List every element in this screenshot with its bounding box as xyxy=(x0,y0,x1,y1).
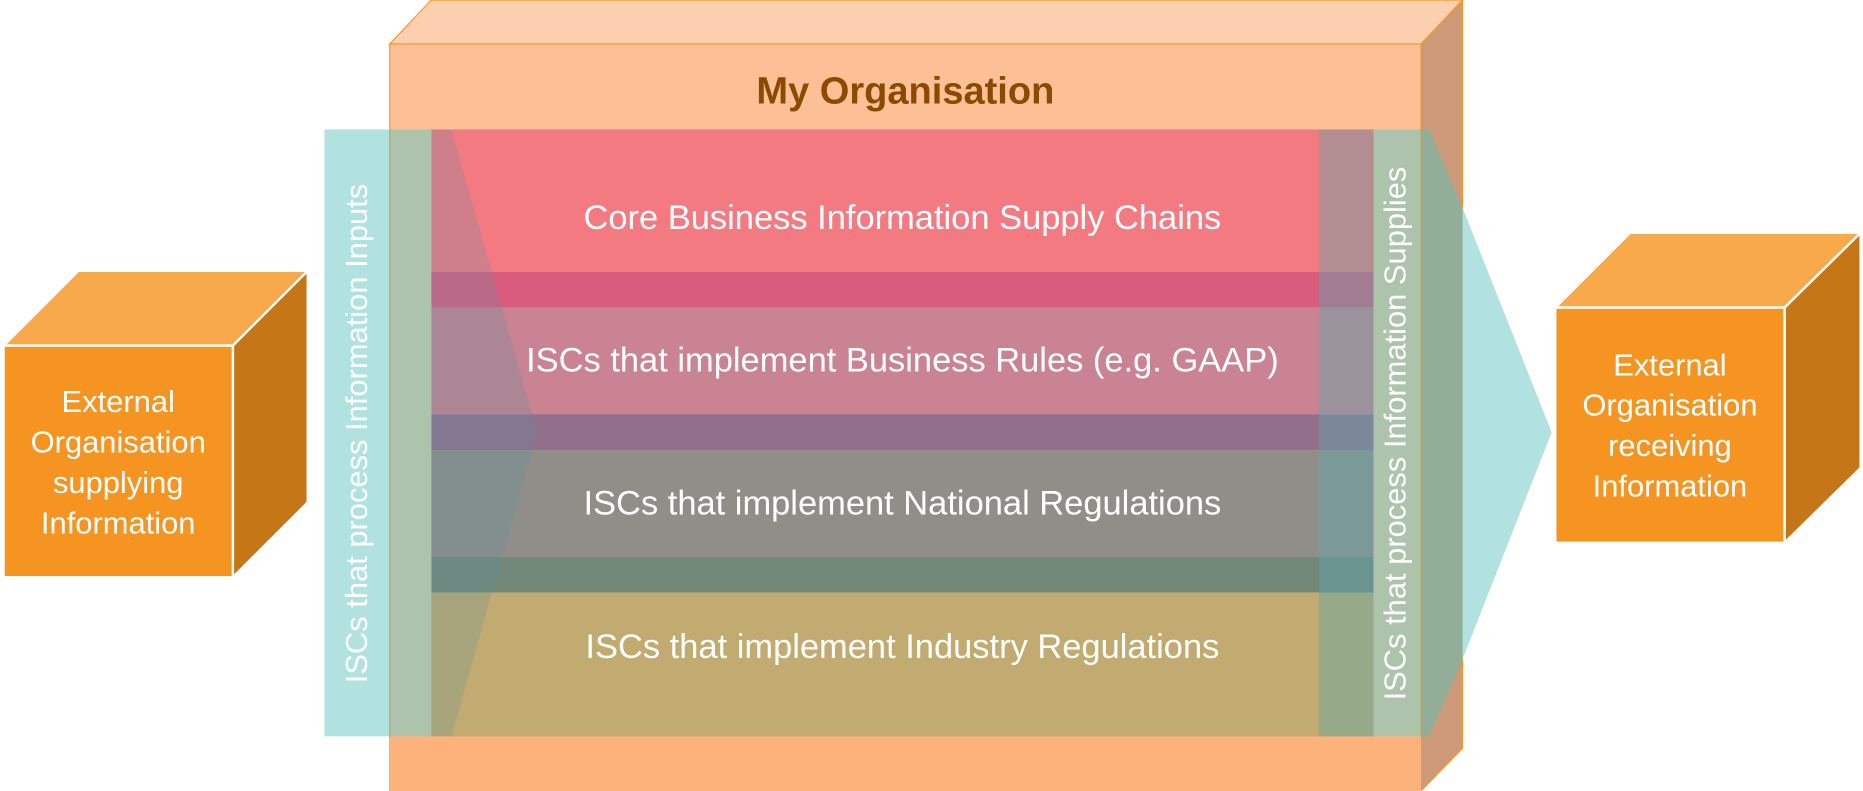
row-business-rules: ISCs that implement Business Rules (e.g.… xyxy=(526,342,1279,381)
organisation-title: My Organisation xyxy=(756,68,1055,112)
output-band-label: ISCs that process Information Supplies xyxy=(1377,166,1413,701)
external-receiver-label: External Organisation receiving Informat… xyxy=(1582,346,1758,504)
row-industry-regulations: ISCs that implement Industry Regulations xyxy=(585,628,1220,667)
external-supplier-label: External Organisation supplying Informat… xyxy=(30,383,206,540)
row-national-regulations: ISCs that implement National Regulations xyxy=(583,484,1222,523)
row-core-business: Core Business Information Supply Chains xyxy=(583,199,1222,238)
